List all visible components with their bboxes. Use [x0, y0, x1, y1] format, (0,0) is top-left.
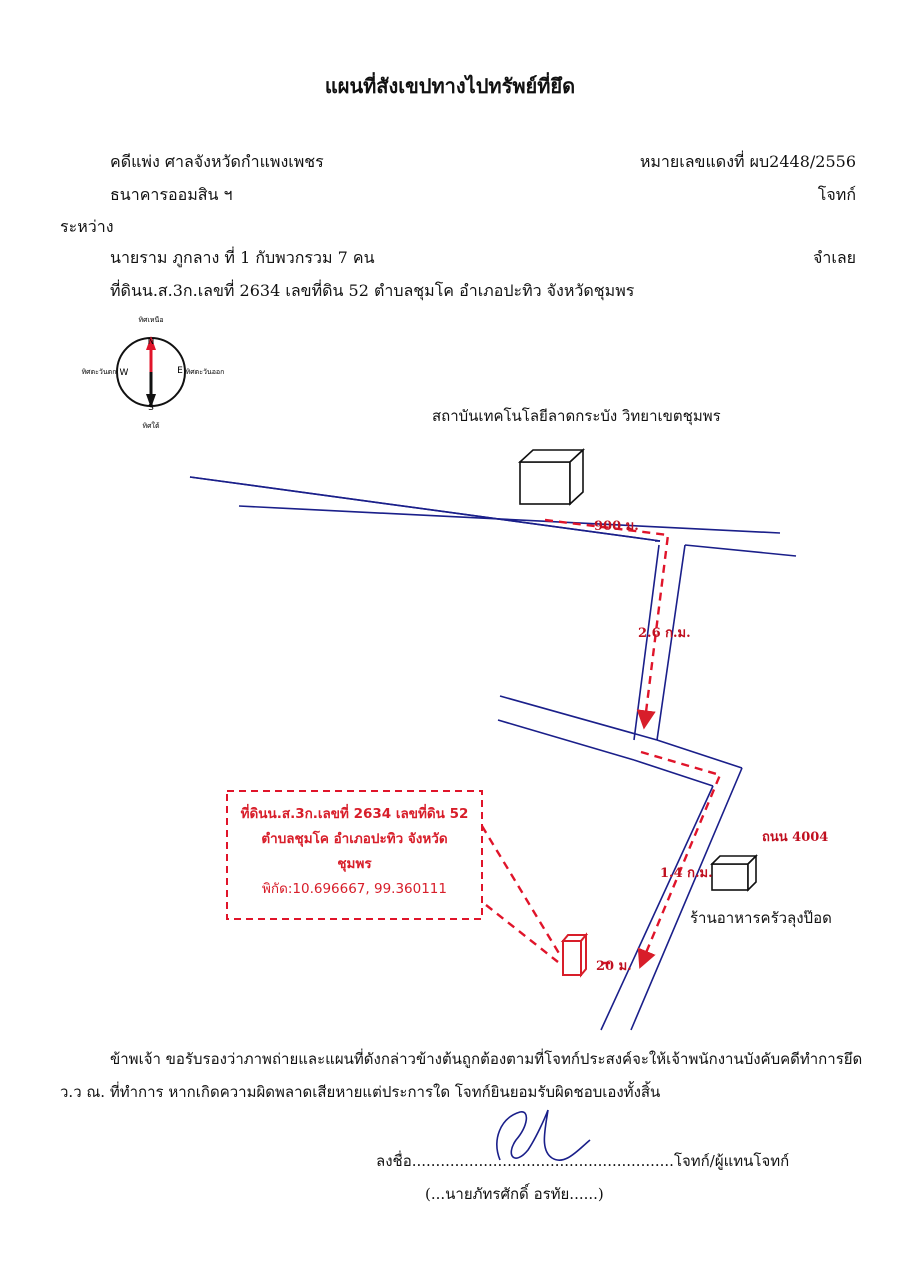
compass-w: W	[120, 368, 129, 378]
restaurant-building-icon	[710, 854, 758, 892]
road-lines	[189, 476, 797, 1031]
plaintiff-name: ธนาคารออมสิน ฯ	[110, 185, 233, 204]
signer-name: (...นายภัทรศักดิ์ อรทัย......)	[425, 1185, 604, 1203]
compass-n: N	[148, 337, 155, 347]
compass-west-label: ทิศตะวันตก	[82, 368, 117, 376]
property-info-line1: ที่ดินน.ส.3ก.เลขที่ 2634 เลขที่ดิน 52	[240, 806, 469, 822]
court-line: คดีแพ่ง ศาลจังหวัดกำแพงเพชร	[110, 152, 324, 171]
property-info-frame	[226, 790, 483, 920]
red-case-number: หมายเลขแดงที่ ผบ2448/2556	[639, 152, 856, 171]
property-plot-icon	[560, 932, 589, 978]
compass-e: E	[177, 366, 183, 376]
certification-line1: ข้าพเจ้า ขอรับรองว่าภาพถ่ายและแผนที่ดังก…	[110, 1050, 863, 1068]
certification-line2: ว.ว ณ. ที่ทำการ หากเกิดความผิดพลาดเสียหา…	[60, 1083, 661, 1101]
road-4004-label: ถนน 4004	[762, 830, 829, 845]
page-title: แผนที่สังเขปทางไปทรัพย์ที่ยึด	[324, 74, 576, 98]
signature-scribble	[496, 1109, 591, 1161]
property-info-line3: ชุมพร	[337, 856, 372, 872]
property-info-coords: พิกัด:10.696667, 99.360111	[262, 881, 447, 897]
distance-20m: 20 ม.	[596, 959, 632, 974]
compass-north-label: ทิศเหนือ	[138, 316, 163, 324]
property-info-line2: ตำบลชุมโค อำเภอปะทิว จังหวัด	[261, 831, 448, 847]
plaintiff-role: โจทก์	[817, 185, 856, 204]
defendant-name: นายราม ภูกลาง ที่ 1 กับพวกรวม 7 คน	[110, 248, 375, 267]
distance-900m: 900 ม.	[594, 519, 639, 534]
compass-south-label: ทิศใต้	[142, 421, 159, 430]
institute-building-icon	[517, 448, 586, 506]
compass-s: S	[148, 403, 154, 413]
distance-1-4km: 1.4 ก.ม.	[660, 866, 713, 881]
distance-2-6km: 2.6 ก.ม.	[638, 626, 691, 641]
signature-line: ลงชื่อ..................................…	[376, 1152, 790, 1170]
property-info-box: ที่ดินน.ส.3ก.เลขที่ 2634 เลขที่ดิน 52 ตำ…	[229, 802, 480, 902]
route-path	[480, 518, 722, 969]
landmark-institute: สถาบันเทคโนโลยีลาดกระบัง วิทยาเขตชุมพร	[432, 407, 721, 425]
between-label: ระหว่าง	[60, 217, 114, 236]
land-line: ที่ดินน.ส.3ก.เลขที่ 2634 เลขที่ดิน 52 ตำ…	[110, 281, 635, 300]
compass-east-label: ทิศตะวันออก	[186, 368, 225, 376]
defendant-role: จำเลย	[812, 248, 856, 267]
compass-icon	[116, 336, 186, 408]
landmark-restaurant: ร้านอาหารครัวลุงป๊อด	[690, 909, 832, 927]
